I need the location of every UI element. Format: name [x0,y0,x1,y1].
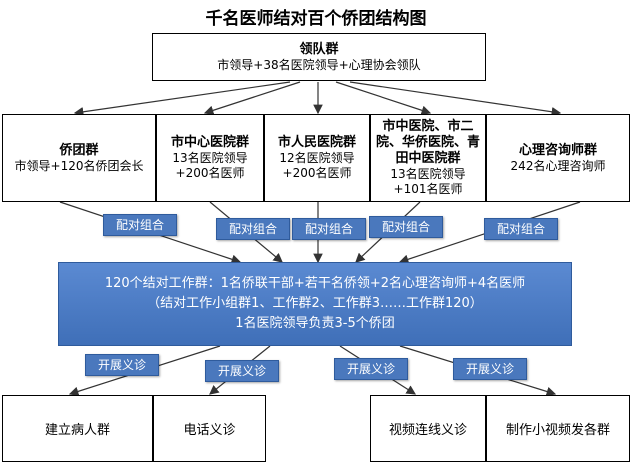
pair-tag-2: 配对组合 [216,218,290,240]
service-text: 视频连线义诊 [388,423,467,438]
service-box-patient-group: 建立病人群 [2,395,153,462]
pair-tag-5: 配对组合 [484,218,558,240]
central-work-group-box: 120个结对工作群：1名侨联干部+若干名侨领+2名心理咨询师+4名医师 （结对工… [58,262,572,346]
service-text: 电话义诊 [183,423,236,438]
central-line-2: （结对工作小组群1、工作群2、工作群3……工作群120） [147,296,483,311]
group-line: 13名医院领导 [172,151,248,165]
service-text: 建立病人群 [44,423,110,438]
service-tag-4: 开展义诊 [453,358,527,380]
arrow-leader-5 [349,81,562,117]
service-box-short-video: 制作小视频发各群 [486,395,630,462]
group-name: 市人民医院群 [277,135,356,150]
group-line: +101名医师 [393,182,463,196]
service-text: 制作小视频发各群 [505,423,610,438]
group-line: +200名医师 [282,166,352,180]
group-box-qiaotuan: 侨团群 市领导+120名侨团会长 [2,114,156,202]
group-name: 市中医院、市二院、华侨医院、青田中医院群 [375,119,480,166]
group-line: 13名医院领导 [390,167,466,181]
group-line: 12名医院领导 [279,151,355,165]
arrow-leader-4 [335,81,432,115]
group-box-psychology: 心理咨询师群 242名心理咨询师 [486,114,630,202]
diagram-title: 千名医师结对百个侨团结构图 [205,9,427,29]
pair-tag-3: 配对组合 [292,218,366,240]
leader-desc: 市领导+38名医院领导+心理协会领队 [217,57,421,72]
leader-name: 领队群 [299,41,339,57]
central-line-1: 120个结对工作群：1名侨联干部+若干名侨领+2名心理咨询师+4名医师 [104,276,526,291]
group-line: 242名心理咨询师 [510,158,606,173]
group-box-multi-hospital: 市中医院、市二院、华侨医院、青田中医院群 13名医院领导 +101名医师 [370,114,486,202]
service-tag-1: 开展义诊 [85,354,159,376]
service-tag-3: 开展义诊 [334,358,408,380]
group-line: +200名医师 [175,166,245,180]
leader-box: 领队群 市领导+38名医院领导+心理协会领队 [152,33,486,81]
arrow-leader-1 [73,81,291,117]
service-box-video: 视频连线义诊 [370,395,486,462]
service-tag-2: 开展义诊 [205,360,279,382]
arrow-leader-2 [203,81,301,115]
group-name: 心理咨询师群 [518,142,597,158]
central-line-3: 1名医院领导负责3-5个侨团 [235,316,395,331]
group-box-central-hospital: 市中心医院群 13名医院领导 +200名医师 [156,114,264,202]
group-line: 市领导+120名侨团会长 [14,158,144,173]
group-box-people-hospital: 市人民医院群 12名医院领导 +200名医师 [264,114,370,202]
pair-tag-1: 配对组合 [103,214,177,236]
group-name: 侨团群 [59,142,99,158]
pair-tag-4: 配对组合 [369,216,443,238]
service-box-phone: 电话义诊 [153,395,266,462]
group-name: 市中心医院群 [170,135,249,150]
